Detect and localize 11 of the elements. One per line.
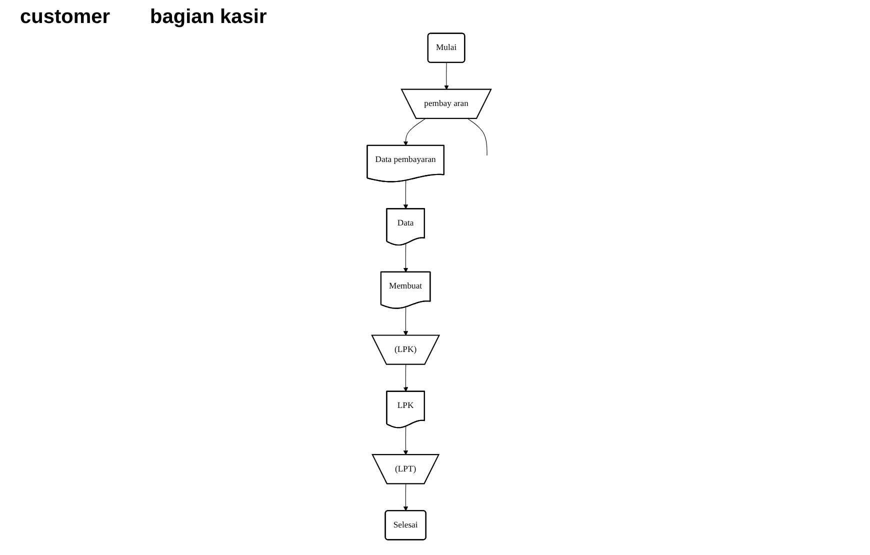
connector bbox=[467, 118, 488, 156]
lane-heading: bagian kasir bbox=[150, 6, 267, 29]
lane-heading: customer bbox=[20, 6, 110, 29]
arrow bbox=[403, 364, 408, 392]
arrow bbox=[403, 180, 408, 210]
arrow bbox=[403, 484, 408, 512]
arrow bbox=[403, 244, 408, 272]
arrow bbox=[403, 306, 408, 336]
arrow bbox=[444, 62, 449, 90]
arrow bbox=[403, 426, 408, 456]
arrow bbox=[403, 118, 426, 146]
